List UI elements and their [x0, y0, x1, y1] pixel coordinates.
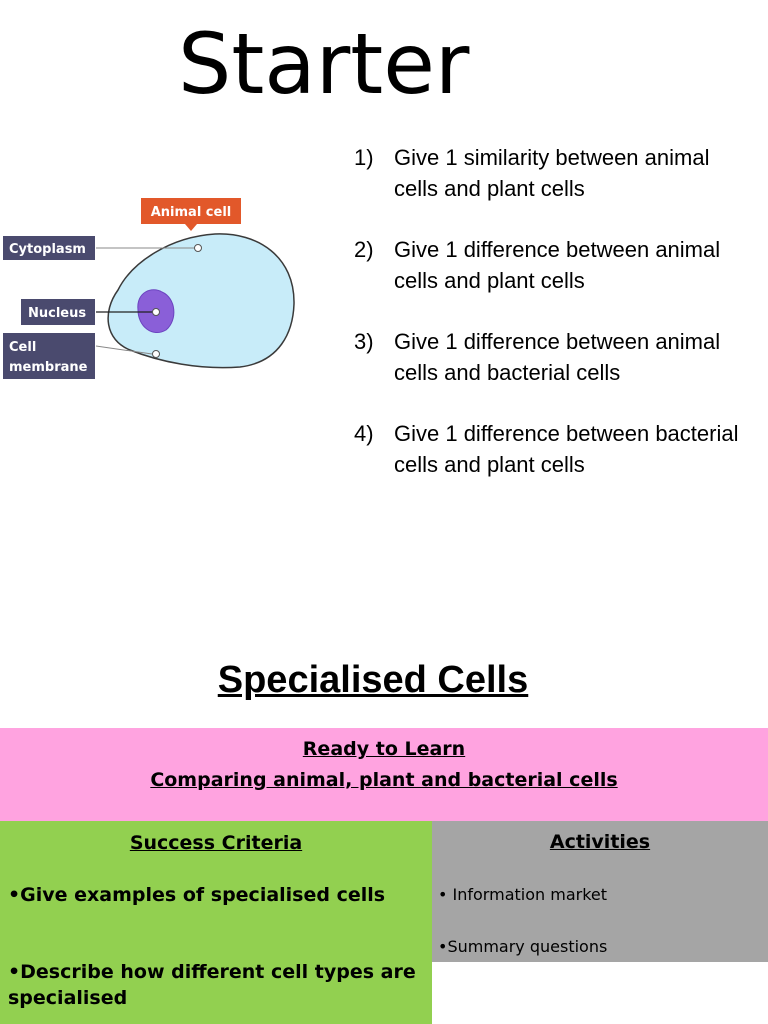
success-item: •Describe how different cell types are s…: [8, 961, 416, 1009]
success-criteria-box: Success Criteria •Give examples of speci…: [0, 821, 432, 1024]
question-text: Give 1 difference between bacterial cell…: [394, 421, 739, 477]
ready-to-learn-box: Ready to Learn Comparing animal, plant a…: [0, 728, 768, 821]
membrane-pointer: [95, 345, 153, 355]
activities-box: Activities • Information market •Summary…: [432, 821, 768, 962]
cytoplasm-label-bg: [3, 236, 95, 260]
nucleus-label-bg: [21, 299, 95, 325]
question-text: Give 1 similarity between animal cells a…: [394, 145, 710, 201]
activities-heading: Activities: [549, 831, 651, 853]
nucleus-marker: [152, 308, 160, 316]
page-title: Starter: [178, 15, 470, 113]
success-heading: Success Criteria: [129, 832, 303, 854]
animal-cell-label-pointer: [185, 224, 197, 231]
cytoplasm-label: Cytoplasm: [9, 242, 86, 257]
section-title: Specialised Cells: [217, 659, 529, 701]
question-number: 2): [354, 237, 374, 262]
question-number: 3): [354, 329, 374, 354]
animal-cell-label: Animal cell: [151, 205, 232, 220]
question-item: 3) Give 1 difference between animal cell…: [354, 326, 754, 388]
success-item: •Give examples of specialised cells: [8, 884, 386, 906]
activity-item: • Information market: [438, 885, 608, 904]
question-number: 1): [354, 145, 374, 170]
question-text: Give 1 difference between animal cells a…: [394, 237, 721, 293]
question-number: 4): [354, 421, 374, 446]
cytoplasm-marker: [194, 244, 202, 252]
question-item: 4) Give 1 difference between bacterial c…: [354, 418, 754, 480]
animal-cell-diagram: Animal cell Cytoplasm Nucleus Cell membr…: [3, 198, 295, 379]
cell-body: [107, 233, 295, 369]
question-item: 1) Give 1 similarity between animal cell…: [354, 142, 754, 204]
starter-questions: 1) Give 1 similarity between animal cell…: [354, 142, 754, 510]
nucleus-label: Nucleus: [28, 306, 86, 321]
activity-item: •Summary questions: [438, 937, 608, 956]
membrane-marker: [152, 350, 160, 358]
question-text: Give 1 difference between animal cells a…: [394, 329, 721, 385]
membrane-label-line1: Cell: [9, 340, 36, 355]
membrane-label-bg: [3, 333, 95, 379]
ready-heading: Ready to Learn: [302, 738, 466, 760]
animal-cell-label-bg: [141, 198, 241, 224]
membrane-label-line2: membrane: [9, 360, 88, 375]
question-item: 2) Give 1 difference between animal cell…: [354, 234, 754, 296]
ready-objective: Comparing animal, plant and bacterial ce…: [150, 769, 618, 791]
